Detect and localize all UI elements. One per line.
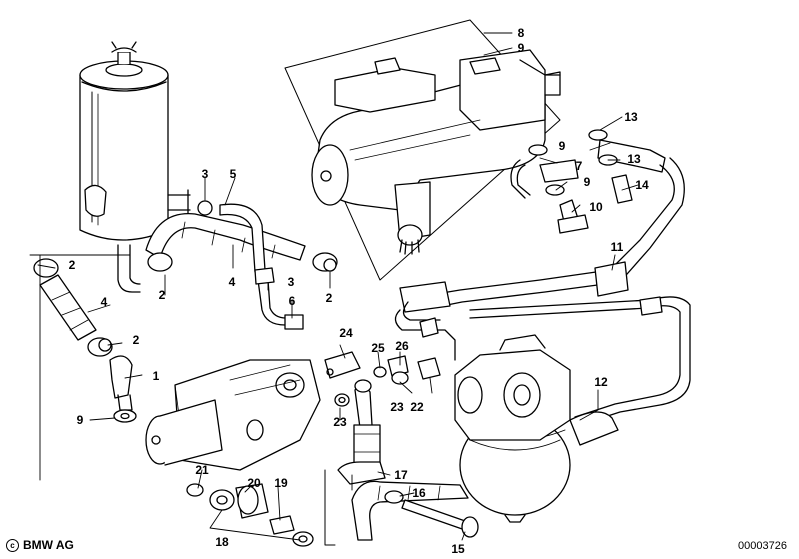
- callout-labels: 8 9 13 9 13 7 9 14 10 3 5 2 2 4 4 3 2 6 …: [69, 26, 649, 556]
- callout-3: 3: [288, 275, 295, 289]
- callout-23: 23: [333, 415, 347, 429]
- callout-9: 9: [584, 175, 591, 189]
- callout-22: 22: [410, 400, 424, 414]
- callout-5: 5: [230, 167, 237, 181]
- banjo-fitting: [109, 355, 137, 423]
- fluid-reservoir: [79, 41, 191, 293]
- mount-parts: [186, 483, 314, 547]
- pump-with-reservoir: [454, 334, 571, 523]
- callout-8: 8: [518, 26, 525, 40]
- callout-20: 20: [247, 476, 261, 490]
- pivot-assembly: [324, 379, 386, 546]
- callout-24: 24: [339, 326, 353, 340]
- callout-14: 14: [635, 178, 649, 192]
- leader-lines: [29, 32, 639, 541]
- callout-2: 2: [133, 333, 140, 347]
- hose-5-line-6: [219, 203, 304, 330]
- callout-9: 9: [77, 413, 84, 427]
- hose-middle: [145, 213, 338, 272]
- callout-7: 7: [576, 159, 583, 173]
- callout-1: 1: [153, 369, 160, 383]
- callout-18: 18: [215, 535, 229, 549]
- callout-9: 9: [559, 139, 566, 153]
- callout-3: 3: [202, 167, 209, 181]
- callout-4: 4: [101, 295, 108, 309]
- callout-25: 25: [371, 341, 385, 355]
- callout-6: 6: [289, 294, 296, 308]
- diagram-number: 00003726: [738, 540, 787, 552]
- bracket: [324, 351, 361, 379]
- steering-gear-box: [284, 19, 561, 281]
- callout-15: 15: [451, 542, 465, 556]
- callout-16: 16: [412, 486, 426, 500]
- callout-13: 13: [624, 110, 638, 124]
- callout-4: 4: [229, 275, 236, 289]
- callout-21: 21: [195, 463, 209, 477]
- suction-hose: [351, 480, 479, 541]
- steering-pump: [145, 359, 321, 471]
- copyright-icon: c: [6, 538, 19, 552]
- callout-2: 2: [69, 258, 76, 272]
- callout-11: 11: [611, 240, 624, 254]
- callout-17: 17: [394, 468, 408, 482]
- pressure-lines: [394, 129, 691, 446]
- brand-label: BMW AG: [23, 538, 74, 552]
- hose-clamps: [98, 200, 337, 352]
- callout-26: 26: [395, 339, 409, 353]
- callout-19: 19: [274, 476, 288, 490]
- callout-10: 10: [589, 200, 603, 214]
- callout-12: 12: [594, 375, 608, 389]
- callout-13: 13: [627, 152, 641, 166]
- callout-9: 9: [518, 41, 525, 55]
- callout-2: 2: [326, 291, 333, 305]
- copyright-brand: c BMW AG: [6, 538, 74, 552]
- callout-23: 23: [390, 400, 404, 414]
- callout-2: 2: [159, 288, 166, 302]
